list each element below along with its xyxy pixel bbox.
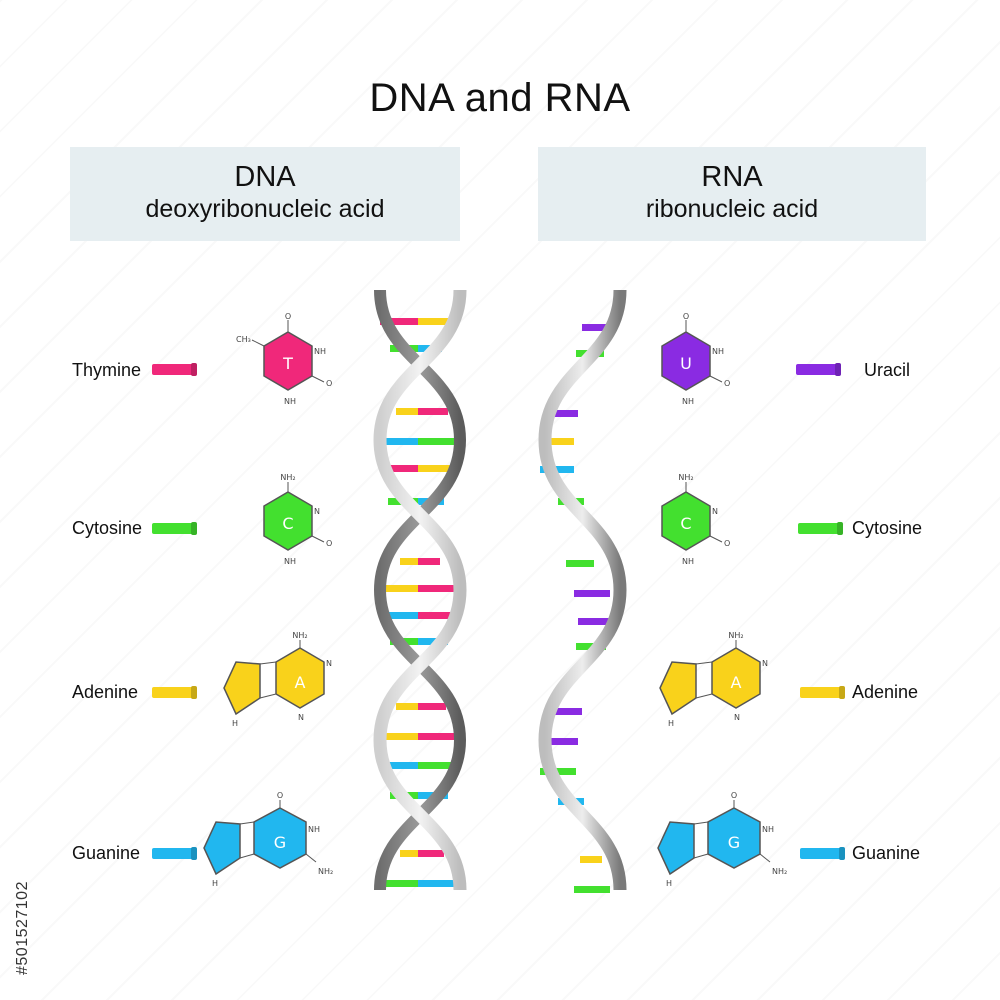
svg-text:NH₂: NH₂ [280, 473, 295, 482]
uracil-swatch [796, 364, 838, 375]
dna-guanine-molecule-icon: G O NH NH₂ H [203, 792, 333, 888]
svg-text:O: O [724, 379, 730, 388]
svg-text:O: O [683, 312, 689, 321]
svg-text:N: N [712, 507, 718, 516]
dna-label-thymine: Thymine [72, 360, 142, 380]
rna-guanine-swatch [800, 848, 842, 859]
svg-text:H: H [666, 879, 672, 888]
svg-text:NH: NH [314, 347, 326, 356]
svg-text:NH₂: NH₂ [292, 632, 307, 640]
svg-text:NH: NH [682, 397, 694, 406]
rna-label-uracil: Uracil [864, 360, 911, 380]
svg-text:N: N [298, 713, 304, 722]
stock-id: #501527102 [14, 881, 31, 975]
svg-text:NH: NH [712, 347, 724, 356]
svg-text:NH₂: NH₂ [728, 632, 743, 640]
svg-text:NH: NH [308, 825, 320, 834]
thymine-molecule-icon: T O NH O NH CH₃ [236, 312, 332, 406]
rna-header-full: ribonucleic acid [645, 195, 819, 223]
svg-text:NH: NH [762, 825, 774, 834]
dna-label-adenine: Adenine [72, 682, 139, 702]
svg-text:H: H [232, 719, 238, 728]
svg-text:O: O [731, 792, 737, 800]
rna-label-guanine: Guanine [852, 843, 921, 863]
dna-header-full: deoxyribonucleic acid [145, 195, 385, 223]
uracil-letter: U [680, 354, 692, 373]
thymine-swatch [152, 364, 194, 375]
rna-backbone [538, 290, 627, 891]
svg-text:NH₂: NH₂ [772, 867, 787, 876]
svg-text:N: N [314, 507, 320, 516]
svg-text:NH₂: NH₂ [318, 867, 333, 876]
rna-guanine-letter: G [728, 833, 740, 852]
page-title: DNA and RNA [369, 76, 631, 120]
rna-strand [538, 290, 627, 893]
rna-adenine-molecule-icon: A NH₂ N N H [659, 632, 768, 728]
svg-text:N: N [762, 659, 768, 668]
uracil-molecule-icon: U O NH O NH [661, 312, 730, 406]
dna-header-panel: DNA deoxyribonucleic acid [70, 147, 460, 241]
thymine-letter: T [282, 354, 293, 373]
dna-header-name: DNA [234, 161, 296, 193]
dna-backbone-light [373, 290, 467, 891]
rna-adenine-swatch [800, 687, 842, 698]
rna-label-adenine: Adenine [852, 682, 919, 702]
rna-guanine-molecule-icon: G O NH NH₂ H [657, 792, 787, 888]
dna-cytosine-letter: C [282, 514, 293, 533]
svg-text:CH₃: CH₃ [236, 335, 251, 344]
dna-guanine-letter: G [274, 833, 286, 852]
dna-guanine-swatch [152, 848, 194, 859]
rna-header-name: RNA [701, 161, 763, 193]
dna-cytosine-swatch [152, 523, 194, 534]
dna-backbone-dark [373, 290, 467, 891]
rna-header-panel: RNA ribonucleic acid [538, 147, 926, 241]
svg-text:H: H [668, 719, 674, 728]
rna-label-cytosine: Cytosine [852, 518, 923, 538]
svg-text:NH: NH [284, 397, 296, 406]
dna-label-cytosine: Cytosine [72, 518, 143, 538]
rna-adenine-letter: A [731, 673, 742, 692]
dna-adenine-swatch [152, 687, 194, 698]
svg-text:H: H [212, 879, 218, 888]
rna-cytosine-molecule-icon: C NH₂ N O NH [661, 473, 730, 566]
svg-text:N: N [734, 713, 740, 722]
svg-text:O: O [326, 539, 332, 548]
rna-cytosine-letter: C [680, 514, 691, 533]
svg-text:O: O [326, 379, 332, 388]
rna-cytosine-swatch [798, 523, 840, 534]
dna-double-helix [373, 290, 467, 891]
dna-adenine-molecule-icon: A NH₂ N N H [223, 632, 332, 728]
svg-text:N: N [326, 659, 332, 668]
dna-cytosine-molecule-icon: C NH₂ N O NH [263, 473, 332, 566]
svg-text:O: O [285, 312, 291, 321]
svg-text:NH: NH [682, 557, 694, 566]
svg-text:NH₂: NH₂ [678, 473, 693, 482]
dna-adenine-letter: A [295, 673, 306, 692]
svg-text:NH: NH [284, 557, 296, 566]
svg-text:O: O [277, 792, 283, 800]
svg-text:O: O [724, 539, 730, 548]
dna-label-guanine: Guanine [72, 843, 141, 863]
